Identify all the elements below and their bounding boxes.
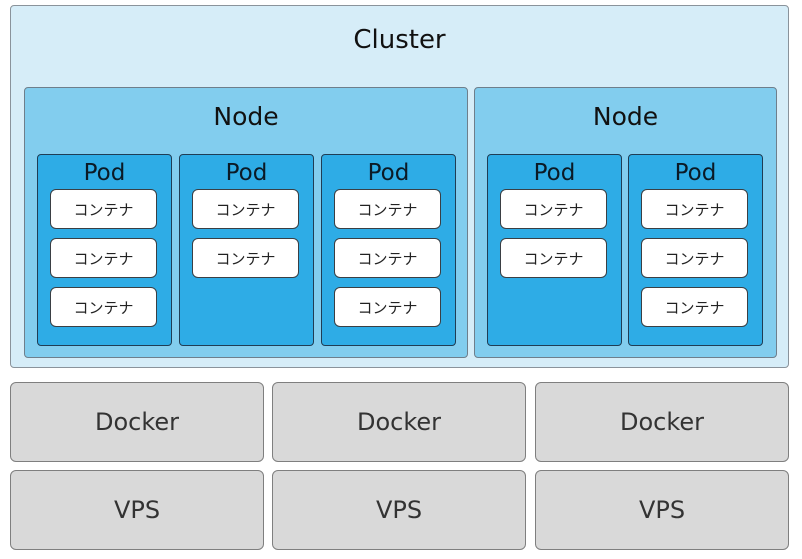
pod-box: Pod コンテナ コンテナ [487, 154, 622, 346]
container-box: コンテナ [500, 189, 607, 229]
docker-box: Docker [272, 382, 526, 462]
pod-box: Pod コンテナ コンテナ コンテナ [628, 154, 763, 346]
docker-box: Docker [535, 382, 789, 462]
node-label: Node [592, 102, 659, 131]
container-box: コンテナ [641, 287, 748, 327]
container-box: コンテナ [50, 189, 157, 229]
container-box: コンテナ [500, 238, 607, 278]
pod-label: Pod [83, 160, 126, 186]
pod-label: Pod [533, 160, 576, 186]
node-label: Node [213, 102, 279, 131]
container-box: コンテナ [641, 189, 748, 229]
container-box: コンテナ [334, 189, 441, 229]
container-box: コンテナ [641, 238, 748, 278]
container-box: コンテナ [50, 238, 157, 278]
cluster-label: Cluster [353, 25, 446, 55]
vps-box: VPS [272, 470, 526, 550]
pod-box: Pod コンテナ コンテナ [179, 154, 314, 346]
container-box: コンテナ [192, 189, 299, 229]
vps-box: VPS [10, 470, 264, 550]
pod-label: Pod [225, 160, 268, 186]
container-box: コンテナ [192, 238, 299, 278]
container-box: コンテナ [334, 287, 441, 327]
pod-box: Pod コンテナ コンテナ コンテナ [37, 154, 172, 346]
node-box-2: Node Pod コンテナ コンテナ Pod コンテナ コンテナ コンテナ [474, 87, 777, 358]
cluster-box: Cluster Node Pod コンテナ コンテナ コンテナ Pod コンテナ… [10, 5, 789, 368]
pod-label: Pod [367, 160, 410, 186]
container-box: コンテナ [334, 238, 441, 278]
pod-box: Pod コンテナ コンテナ コンテナ [321, 154, 456, 346]
pod-label: Pod [674, 160, 717, 186]
vps-box: VPS [535, 470, 789, 550]
docker-box: Docker [10, 382, 264, 462]
node-box-1: Node Pod コンテナ コンテナ コンテナ Pod コンテナ コンテナ Po… [24, 87, 468, 358]
container-box: コンテナ [50, 287, 157, 327]
